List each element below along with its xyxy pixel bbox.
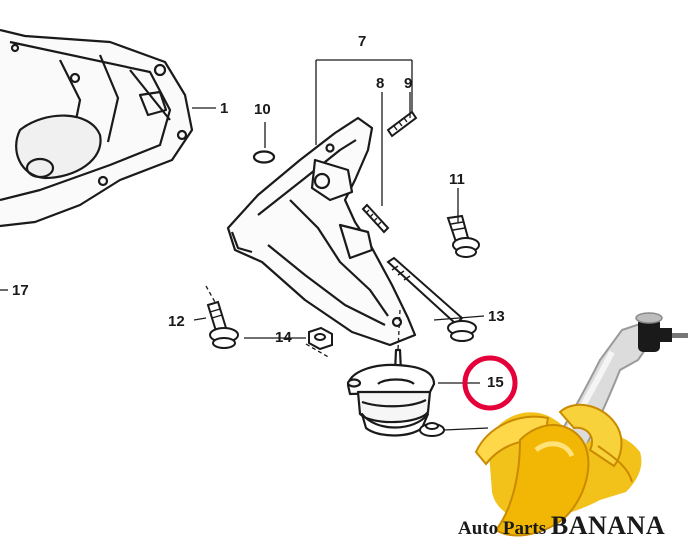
highlight-circle <box>462 355 518 411</box>
stud-8 <box>361 203 390 234</box>
callout-12: 12 <box>168 313 185 330</box>
callout-17: 17 <box>12 282 29 299</box>
brand-watermark: Auto Parts BANANA <box>458 511 665 541</box>
mount-bracket <box>226 116 417 347</box>
transmission-housing <box>0 28 194 228</box>
leader-lines <box>0 59 489 431</box>
engine-mount-15 <box>346 348 436 437</box>
callout-1: 1 <box>220 100 229 117</box>
callout-8: 8 <box>376 75 385 92</box>
callout-14: 14 <box>275 329 292 346</box>
callout-15: 15 <box>487 374 504 391</box>
callout-10: 10 <box>254 101 271 118</box>
stud-9 <box>386 110 418 138</box>
banana-logo-icon <box>474 403 642 537</box>
callout-9: 9 <box>404 75 413 92</box>
callout-7: 7 <box>358 33 367 50</box>
brand-text-part2: BANANA <box>550 511 666 540</box>
bolt-11 <box>446 214 480 258</box>
nut-14 <box>308 326 333 351</box>
washer-16 <box>419 422 445 437</box>
bolt-12 <box>206 300 239 349</box>
circlip-10 <box>252 150 276 164</box>
callout-11: 11 <box>449 171 465 188</box>
callout-13: 13 <box>488 308 505 325</box>
brand-text-part1: Auto Parts <box>458 518 551 539</box>
